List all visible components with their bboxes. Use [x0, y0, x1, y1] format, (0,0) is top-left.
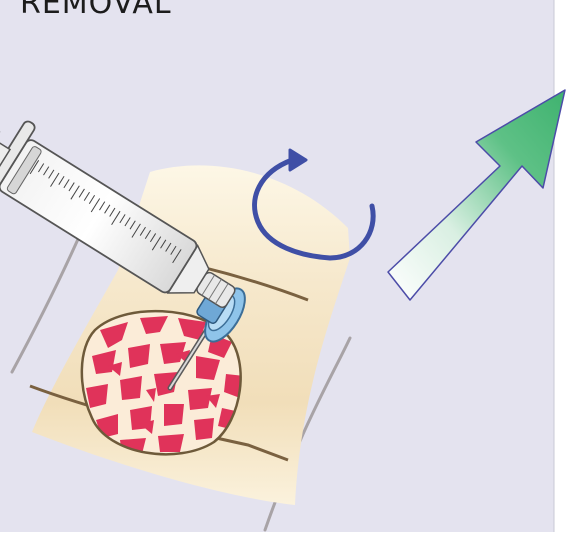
step-title: REMOVAL [20, 0, 172, 22]
